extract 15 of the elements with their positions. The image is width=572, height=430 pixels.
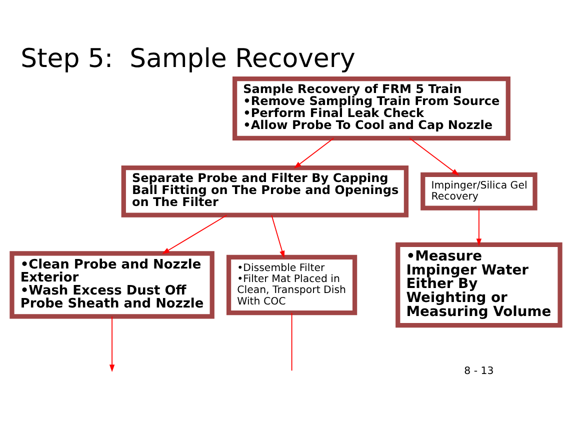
diagram-title: Step 5: Sample Recovery (20, 44, 356, 74)
arrow (476, 207, 482, 246)
node-box: Impinger/Silica Gel Recovery (420, 172, 538, 210)
arrow (162, 214, 228, 254)
arrow (409, 137, 460, 176)
arrow (109, 316, 115, 372)
connector (291, 312, 292, 371)
node-box: Separate Probe and Filter By Capping Ball Fitting on The Probe and Openings on The Filter (121, 164, 409, 217)
arrow (271, 214, 285, 258)
node-box: •Measure Impinger Water Either By Weighting or Measuring Volume (396, 242, 562, 328)
node-box: •Clean Probe and Nozzle Exterior •Wash Excess Dust Off Probe Sheath and Nozzle (10, 250, 214, 318)
arrow (294, 137, 334, 168)
node-box: •Dissemble Filter •Filter Mat Placed in Clean, Transport Dish With COC (226, 254, 358, 315)
node-box: Sample Recovery of FRM 5 Train •Remove Sampling Train From Source •Perform Final Leak Check •Allow Probe To Cool and Cap Nozzle (232, 76, 510, 140)
label: 8 - 13 (464, 366, 494, 377)
